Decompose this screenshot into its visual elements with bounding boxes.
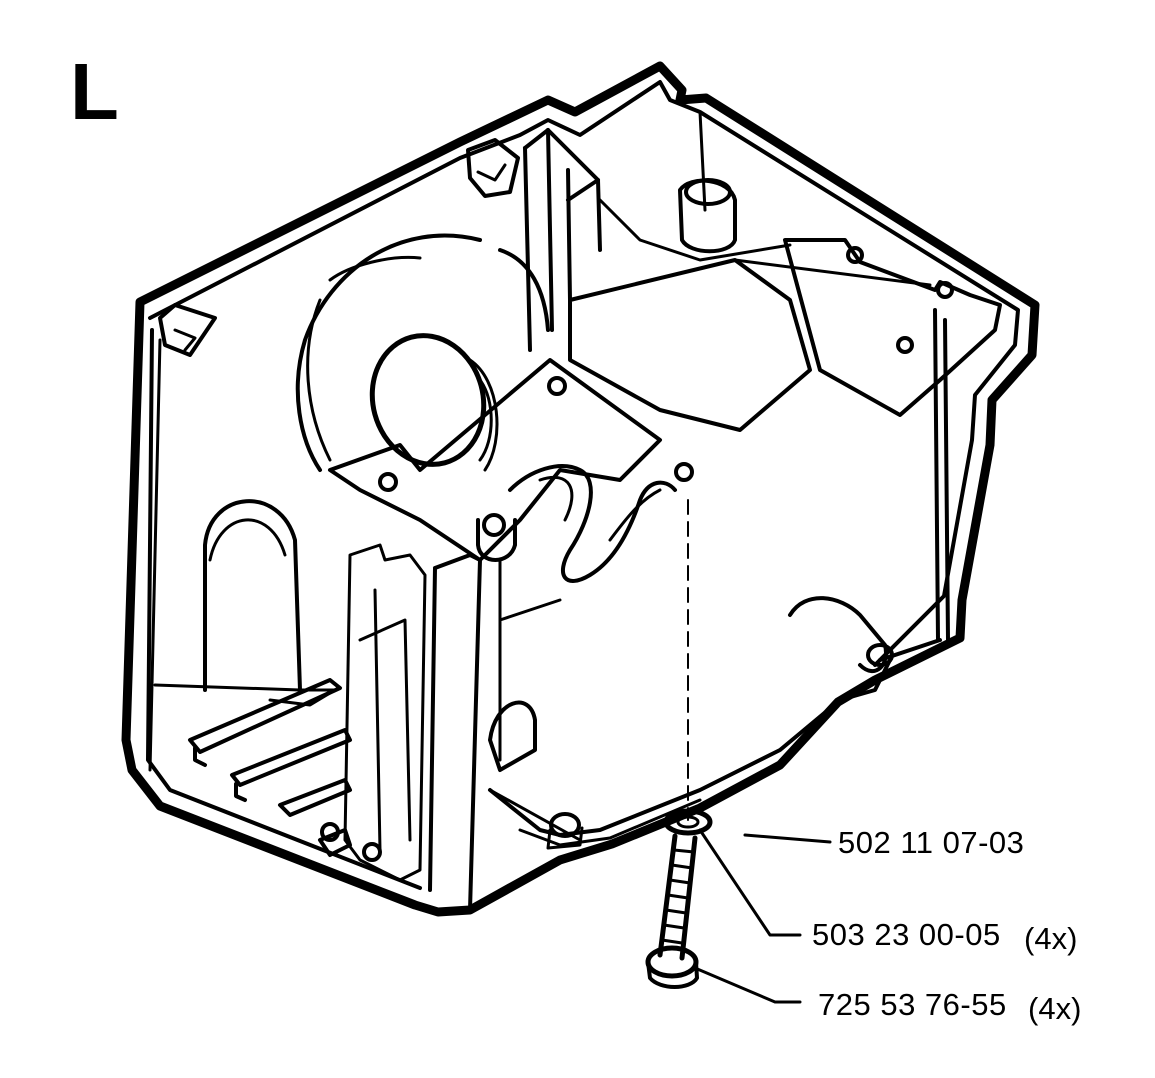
washer (663, 808, 713, 836)
top-boss (678, 178, 737, 254)
right-bracket-hole-1 (846, 246, 864, 264)
floor-screw-boss-base (546, 826, 584, 850)
right-bracket-hole-3 (896, 336, 914, 354)
s-channel (508, 464, 677, 583)
screw-head-side (646, 960, 699, 989)
flywheel-housing (295, 233, 550, 472)
lower-mid-wall (488, 558, 582, 842)
s-channel-inner (538, 475, 662, 542)
lower-mid-boss (488, 700, 537, 772)
left-arch-inner (208, 518, 287, 562)
center-mount-plate (328, 358, 662, 562)
part-number-washer: 503 23 00-05 (812, 917, 1001, 952)
left-arch (203, 499, 302, 692)
right-bottom-boss-cap (866, 643, 894, 667)
washer-hole (676, 815, 700, 829)
left-corner-tab-detail (173, 328, 197, 352)
floor-rib-1 (188, 678, 342, 767)
part-number-housing: 502 11 07-03 (838, 825, 1025, 860)
back-post-1 (523, 128, 602, 352)
cylinder-bore-depth (468, 358, 499, 472)
leader-line-washer (698, 828, 802, 937)
leader-line-screw (693, 966, 802, 1004)
left-corner-tab (158, 303, 217, 357)
section-letter: L (70, 47, 119, 136)
top-boss-cap (684, 178, 732, 206)
back-center-tab (466, 138, 520, 198)
housing-outer-outline (121, 61, 1040, 917)
part-number-screw: 725 53 76-55 (818, 987, 1007, 1022)
left-wall-shadow (148, 338, 162, 772)
right-bracket-hole-2 (936, 281, 954, 299)
mount-hole-2 (547, 376, 567, 396)
housing-inner-rim (148, 80, 1020, 667)
front-rib-inner (343, 543, 427, 882)
lower-floor-edge (518, 798, 702, 847)
front-rib-detail (358, 588, 412, 852)
quantity-screw: (4x) (1028, 991, 1082, 1026)
floor-rib-3 (278, 778, 352, 817)
lower-floor (488, 658, 892, 837)
mount-hole-3 (674, 462, 694, 482)
mount-hole-1 (378, 472, 398, 492)
boss-under-hole-4 (476, 518, 517, 562)
leader-line-housing (743, 833, 832, 844)
front-rib (428, 553, 482, 912)
back-center-tab-detail (476, 163, 507, 182)
floor-screw-boss (549, 812, 581, 838)
floor-rib-2 (230, 728, 352, 802)
right-bracket (783, 238, 1002, 417)
right-side-wall (878, 308, 950, 662)
right-upper-box-detail (598, 198, 792, 262)
cylinder-bore (369, 333, 487, 467)
mount-hole-4 (482, 513, 506, 537)
right-bottom-boss (788, 596, 888, 674)
back-post-top (523, 128, 600, 202)
floor-boss-2 (362, 842, 382, 862)
screw-thread (660, 848, 696, 945)
flywheel-housing-inner (306, 255, 422, 462)
screw-head (645, 945, 699, 979)
floor-boss-1 (320, 822, 340, 842)
back-ledge (698, 110, 932, 287)
left-inner-wall (146, 328, 422, 890)
right-upper-box (568, 258, 812, 432)
quantity-washer: (4x) (1024, 921, 1078, 956)
